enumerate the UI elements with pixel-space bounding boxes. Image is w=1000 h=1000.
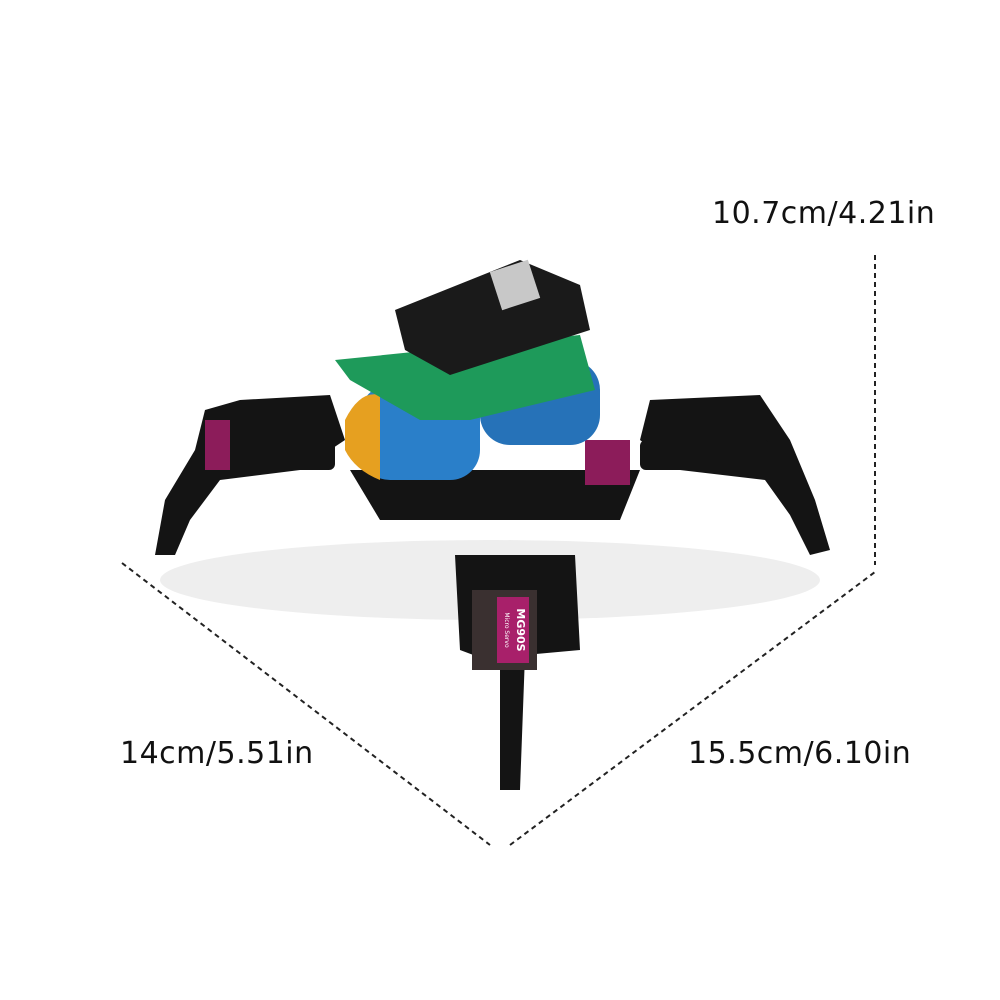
width-dimension-line <box>509 571 876 846</box>
servo-label: MG90S <box>514 608 527 651</box>
servo-sublabel: Micro Servo <box>503 612 510 648</box>
controller-board <box>395 260 590 375</box>
width-dimension-label: 15.5cm/6.10in <box>688 736 912 771</box>
servo-right <box>585 440 630 485</box>
depth-dimension-label: 14cm/5.51in <box>120 736 314 771</box>
wifi-module <box>489 259 541 311</box>
servo-left <box>205 420 230 470</box>
front-servo: MG90S Micro Servo <box>472 590 537 670</box>
height-dimension-label: 10.7cm/4.21in <box>712 196 936 231</box>
robot-legs <box>155 395 830 790</box>
shield-board <box>335 335 595 420</box>
